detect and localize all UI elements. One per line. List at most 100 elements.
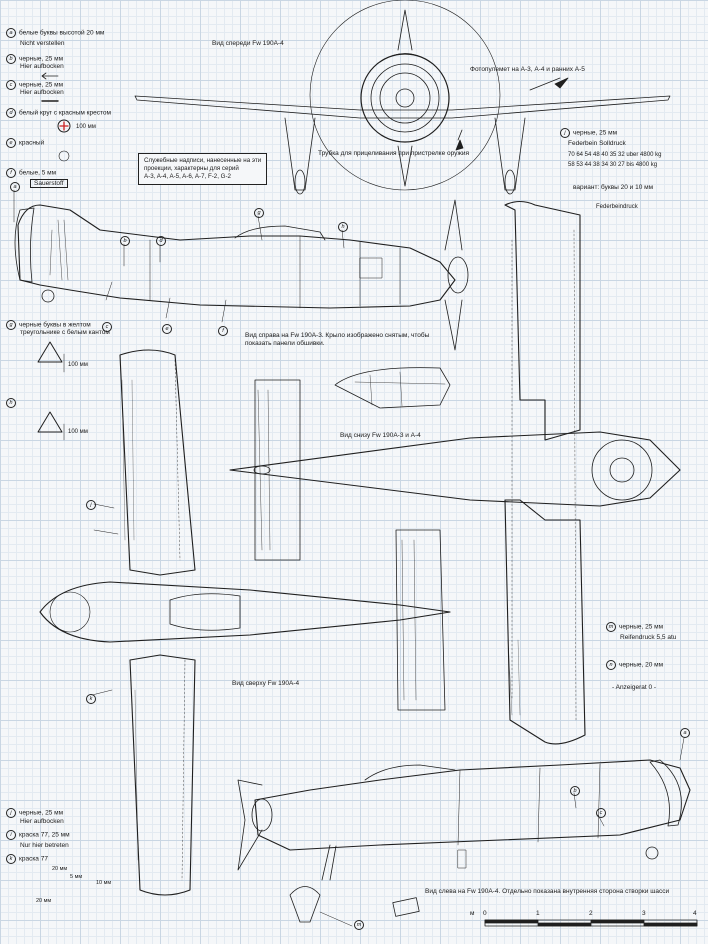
callout-i-icon: i — [6, 830, 16, 840]
legend-d-desc: белый круг с красным крестом — [19, 109, 111, 117]
callout-d: d — [156, 236, 166, 246]
legend-variant-text: Federbeindruck — [596, 204, 638, 210]
bottom-fuselage — [229, 431, 681, 507]
legend-f-text: Sauerstoff — [30, 179, 68, 188]
scale-tick-1: 1 — [536, 910, 540, 917]
legend-variant: вариант: буквы 20 и 10 мм — [573, 184, 654, 191]
right-panel-lines — [149, 235, 401, 309]
legend-symbols — [37, 72, 71, 441]
callout-leaders — [13, 189, 685, 927]
top-view-caption: Вид сверху Fw 190A-4 — [232, 680, 300, 687]
left-panel-lines — [457, 763, 601, 846]
legend-c-desc: черные, 25 мм — [19, 81, 64, 89]
callout-h: h — [338, 222, 348, 232]
legend-n-text: - Anzeigerat 0 - — [612, 684, 657, 691]
dim-10: 10 мм — [96, 880, 112, 886]
propeller-blades — [397, 9, 413, 187]
left-spinner — [251, 798, 273, 832]
left-propeller — [237, 779, 263, 871]
top-aileron-lines — [121, 379, 139, 861]
callout-j-icon: j — [560, 128, 570, 138]
series-note-box: Служебные надписи, нанесенные на эти про… — [138, 153, 268, 185]
legend-j-desc: черные, 25 мм — [573, 129, 618, 137]
legend-bottom-j-desc: черные, 25 мм — [19, 809, 64, 817]
right-tail-ribs — [49, 219, 69, 281]
legend-b-desc: черные, 25 мм — [19, 55, 64, 63]
legend-bottom-j-text: Hier aufbocken — [20, 818, 64, 825]
sight-tube-caption: Трубка для прицеливания при пристрелке о… — [318, 150, 469, 157]
legend-m-desc: черные, 25 мм — [619, 623, 664, 631]
callout-b-left: b — [570, 786, 580, 796]
callout-b-icon: b — [6, 54, 16, 64]
legend-b-text: Hier aufbocken — [20, 63, 64, 70]
engine-cowling — [360, 53, 450, 143]
callout-k: k — [86, 694, 96, 704]
warning-triangle-h — [37, 411, 63, 433]
propeller-arc — [309, 0, 501, 191]
sauerstoff-box: Sauerstoff — [30, 179, 68, 188]
right-rudder — [14, 207, 35, 283]
top-canopy — [169, 593, 241, 631]
photo-mg-caption: Фотопулемет на А-3, А-4 и ранних А-5 — [470, 66, 585, 73]
top-view — [39, 349, 451, 896]
bottom-engine-cowl — [591, 439, 653, 501]
legend-c-text: Hier aufbocken — [20, 89, 64, 96]
left-gear-door — [289, 886, 321, 923]
callout-c-icon: c — [6, 80, 16, 90]
bottom-tail-wheel — [253, 465, 271, 475]
top-tail-ribs — [401, 539, 417, 701]
wing-detail-outline — [334, 367, 451, 409]
right-wheel — [504, 169, 516, 195]
left-step-marking — [457, 849, 467, 869]
red-cross-mark — [59, 121, 69, 131]
legend-bottom-i-text: Nur hier betreten — [20, 842, 69, 849]
callout-b: b — [120, 236, 130, 246]
right-panel-box — [359, 257, 383, 279]
legend-g-dim: 100 мм — [68, 362, 88, 368]
dim-20a: 20 мм — [52, 866, 68, 872]
callout-k-icon: k — [6, 854, 16, 864]
bottom-spinner — [609, 457, 635, 483]
legend-j-row2: 58 53 44 38 34 30 27 bis 4800 kg — [568, 162, 658, 168]
callout-e-icon: e — [6, 138, 16, 148]
front-gear-struts — [284, 117, 526, 191]
dim-20b: 20 мм — [36, 898, 52, 904]
legend-h-dim: 100 мм — [68, 429, 88, 435]
bottom-left-wing — [504, 499, 586, 745]
top-spar-lines — [174, 359, 186, 881]
right-tailwheel — [41, 289, 55, 303]
engine-ring — [370, 63, 440, 133]
legend-b-arrow — [41, 72, 59, 80]
right-spinner — [447, 256, 469, 294]
callout-a: a — [10, 182, 20, 192]
front-wing — [134, 95, 671, 119]
scale-tick-2: 2 — [589, 910, 593, 917]
left-side-view — [237, 759, 691, 923]
callout-m-icon: m — [606, 622, 616, 632]
scale-segment — [643, 922, 698, 927]
warning-triangle-g — [37, 341, 63, 363]
canopy-front — [379, 53, 431, 63]
scale-unit: м — [470, 910, 475, 917]
callout-h-icon: h — [6, 398, 16, 408]
bottom-spar-lines — [511, 229, 577, 721]
right-view-caption: Вид справа на Fw 190A-3. Крыло изображен… — [245, 332, 430, 347]
scale-tick-3: 3 — [642, 910, 646, 917]
left-fuselage — [254, 759, 691, 851]
top-tailplane — [395, 529, 446, 711]
scale-segment — [590, 919, 645, 924]
legend-bottom-k-desc: краска 77 — [19, 855, 48, 863]
spinner — [395, 88, 415, 108]
dim-5: 5 мм — [70, 874, 83, 880]
right-fuselage — [17, 204, 456, 309]
scale-bar — [484, 919, 698, 927]
